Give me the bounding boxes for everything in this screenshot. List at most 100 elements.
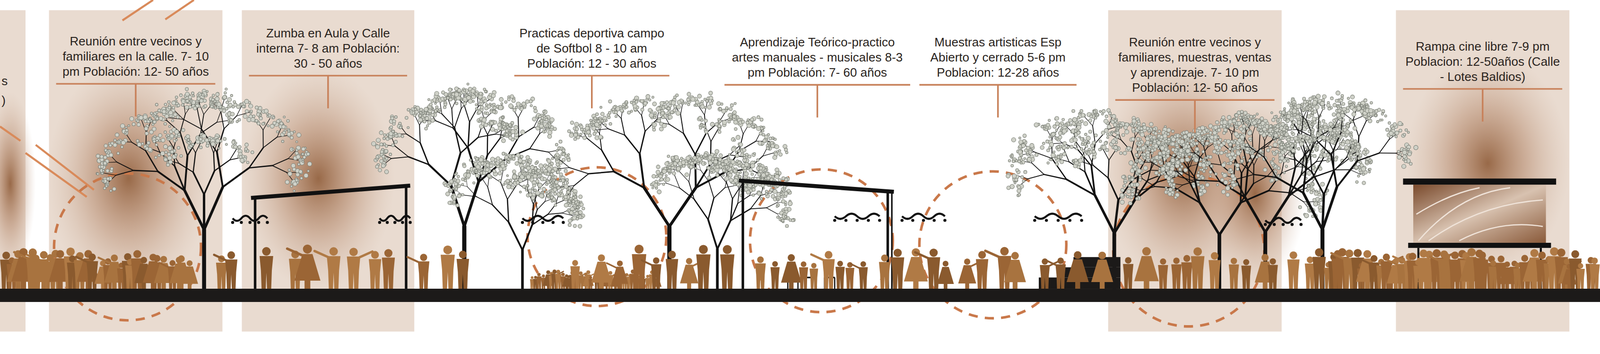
foliage-dot	[425, 116, 429, 121]
foliage-dot	[427, 98, 431, 101]
foliage-dot	[512, 157, 516, 161]
foliage-dot	[449, 190, 452, 193]
tree-branch	[476, 196, 493, 205]
foliage-dot	[449, 97, 453, 102]
foliage-dot	[512, 169, 517, 174]
foliage-dot	[508, 103, 514, 108]
foliage-dot	[479, 171, 483, 174]
foliage-dot	[534, 161, 538, 165]
foliage-dot	[547, 194, 550, 198]
foliage-dot	[237, 145, 242, 149]
foliage-dot	[553, 175, 557, 179]
foliage-dot	[720, 102, 723, 105]
foliage-dot	[483, 111, 487, 114]
foliage-dot	[424, 107, 429, 112]
foliage-dot	[558, 139, 563, 144]
foliage-dot	[630, 110, 633, 113]
foliage-dot	[547, 166, 552, 171]
foliage-dot	[556, 170, 560, 174]
foliage-dot	[677, 100, 682, 105]
foliage-dot	[421, 109, 425, 113]
foliage-dot	[544, 130, 548, 133]
foliage-dot	[585, 126, 590, 131]
foliage-dot	[461, 182, 464, 186]
foliage-dot	[511, 98, 516, 103]
foliage-dot	[494, 129, 498, 133]
foliage-dot	[619, 108, 624, 113]
foliage-dot	[684, 101, 687, 105]
foliage-dot	[528, 188, 532, 193]
foliage-dot	[449, 183, 452, 186]
tree-branch	[608, 128, 625, 135]
foliage-dot	[418, 117, 423, 122]
foliage-dot	[532, 116, 537, 122]
foliage-dot	[516, 181, 520, 185]
foliage-dot	[579, 132, 583, 136]
foliage-dot	[614, 110, 618, 114]
foliage-dot	[567, 223, 572, 227]
foliage-dot	[549, 179, 552, 183]
foliage-dot	[443, 105, 447, 109]
foliage-dot	[485, 167, 489, 172]
tree-branch	[621, 118, 625, 135]
foliage-dot	[600, 105, 603, 109]
foliage-dot	[499, 97, 504, 102]
foliage-dot	[475, 92, 479, 96]
tree-branch	[695, 132, 706, 155]
foliage-dot	[564, 202, 569, 208]
foliage-dot	[660, 101, 664, 105]
foliage-dot	[559, 179, 562, 183]
foliage-dot	[707, 104, 712, 110]
foliage-dot	[621, 105, 625, 108]
foliage-dot	[535, 190, 540, 195]
foliage-dot	[501, 138, 506, 143]
foliage-dot	[567, 129, 571, 133]
foliage-dot	[516, 153, 521, 157]
foliage-dot	[225, 143, 228, 146]
foliage-dot	[559, 191, 563, 195]
foliage-dot	[483, 98, 488, 103]
foliage-dot	[668, 114, 673, 120]
foliage-dot	[575, 208, 578, 211]
foliage-dot	[234, 141, 237, 145]
foliage-dot	[591, 125, 596, 131]
foliage-dot	[448, 87, 453, 92]
foliage-dot	[461, 193, 464, 196]
foliage-dot	[460, 98, 463, 101]
tree-branch	[468, 121, 470, 148]
foliage-dot	[426, 112, 429, 115]
foliage-dot	[662, 123, 667, 128]
foliage-dot	[668, 113, 671, 116]
foliage-dot	[614, 114, 618, 118]
foliage-dot	[500, 163, 505, 168]
foliage-dot	[526, 174, 531, 179]
foliage-dot	[640, 99, 644, 103]
foliage-dot	[645, 94, 651, 99]
foliage-dot	[429, 103, 433, 106]
foliage-dot	[510, 94, 514, 99]
foliage-dot	[554, 203, 557, 207]
foliage-dot	[480, 168, 483, 171]
foliage-dot	[530, 195, 535, 200]
foliage-dot	[565, 181, 569, 184]
foliage-dot	[551, 157, 554, 160]
tree-branch	[463, 104, 470, 122]
foliage-dot	[512, 174, 517, 179]
foliage-dot	[489, 163, 494, 168]
foliage-dot	[573, 132, 578, 137]
foliage-dot	[721, 109, 726, 114]
foliage-dot	[466, 173, 471, 178]
foliage-dot	[465, 94, 469, 97]
foliage-dot	[564, 169, 568, 173]
foliage-dot	[541, 187, 546, 192]
foliage-dot	[504, 155, 509, 159]
foliage-dot	[481, 117, 487, 122]
foliage-dot	[475, 103, 478, 106]
foliage-dot	[449, 179, 454, 184]
foliage-dot	[478, 110, 482, 114]
foliage-dot	[582, 135, 587, 140]
foliage-dot	[562, 157, 566, 162]
foliage-dot	[718, 107, 722, 111]
foliage-dot	[443, 97, 447, 101]
foliage-dot	[487, 173, 492, 178]
